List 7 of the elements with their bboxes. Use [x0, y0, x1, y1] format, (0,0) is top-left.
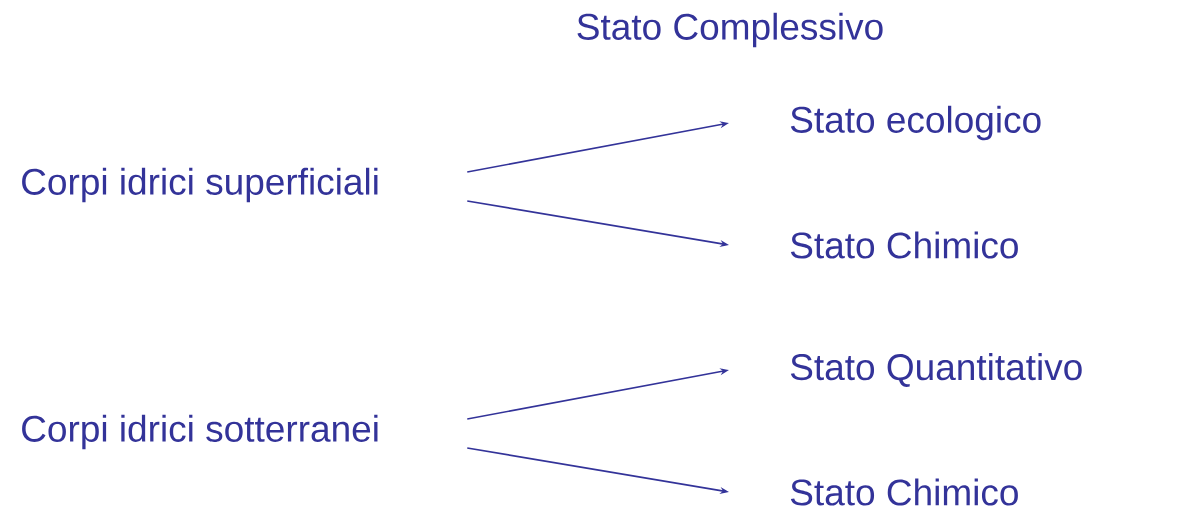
node-label: Stato ecologico — [790, 105, 1041, 141]
node-label: Corpi idrici sotterranei — [22, 414, 378, 450]
node-label: Stato Quantitativo — [790, 353, 1082, 387]
node-label: Stato Chimico — [790, 231, 1018, 259]
node-label: Corpi idrici superficiali — [22, 167, 378, 203]
node-label: Stato Chimico — [790, 478, 1018, 506]
title: Stato Complessivo — [577, 12, 883, 48]
